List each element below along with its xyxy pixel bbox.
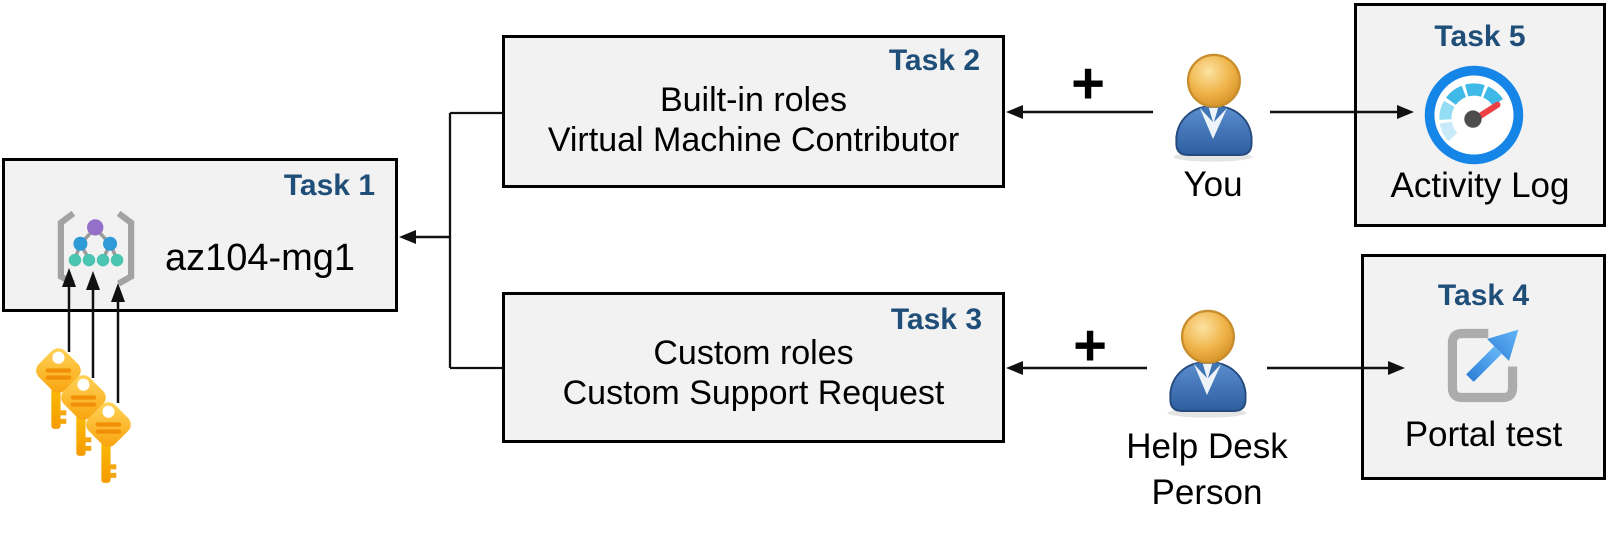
task2-line2: Virtual Machine Contributor bbox=[547, 121, 960, 159]
actor-help-desk-line1: Help Desk bbox=[1126, 427, 1288, 466]
task5-label: Task 5 bbox=[1434, 20, 1526, 53]
task3-line2: Custom Support Request bbox=[562, 374, 945, 412]
key-icon-1 bbox=[36, 348, 81, 429]
task3-label: Task 3 bbox=[890, 303, 982, 336]
task5-box: Task 5 Activity Log bbox=[1354, 3, 1606, 227]
portal-external-link-icon bbox=[1447, 328, 1519, 403]
key-icon-3 bbox=[86, 402, 131, 483]
activity-log-gauge-icon bbox=[1424, 65, 1524, 165]
actor-help-desk-line2: Person bbox=[1151, 473, 1263, 512]
task3-box: Task 3 Custom roles Custom Support Reque… bbox=[502, 292, 1005, 443]
task5-caption: Activity Log bbox=[1390, 166, 1570, 205]
person-icon-you bbox=[1173, 53, 1253, 162]
task4-caption: Portal test bbox=[1404, 415, 1563, 454]
actor-you-label: You bbox=[1183, 165, 1243, 204]
task2-label: Task 2 bbox=[888, 44, 980, 77]
management-group-name: az104-mg1 bbox=[164, 237, 356, 279]
task4-box: Task 4 Portal test bbox=[1361, 254, 1606, 480]
plus-add-role-top: + bbox=[1071, 51, 1105, 116]
task2-box: Task 2 Built-in roles Virtual Machine Co… bbox=[502, 35, 1005, 188]
management-group-icon bbox=[57, 211, 135, 287]
plus-add-role-bottom: + bbox=[1073, 313, 1107, 378]
person-icon-help-desk bbox=[1167, 309, 1247, 418]
task4-label: Task 4 bbox=[1437, 279, 1530, 312]
actor-help-desk-label: Help Desk Person bbox=[1117, 424, 1297, 516]
arrow-bracket-to-task1 bbox=[399, 230, 450, 244]
key-icon-2 bbox=[61, 375, 106, 456]
task2-line1: Built-in roles bbox=[659, 81, 848, 119]
task1-label: Task 1 bbox=[283, 169, 375, 202]
task3-line1: Custom roles bbox=[653, 334, 854, 372]
task1-box: Task 1 az104-mg1 bbox=[2, 158, 398, 312]
bracket-connector bbox=[448, 111, 503, 370]
